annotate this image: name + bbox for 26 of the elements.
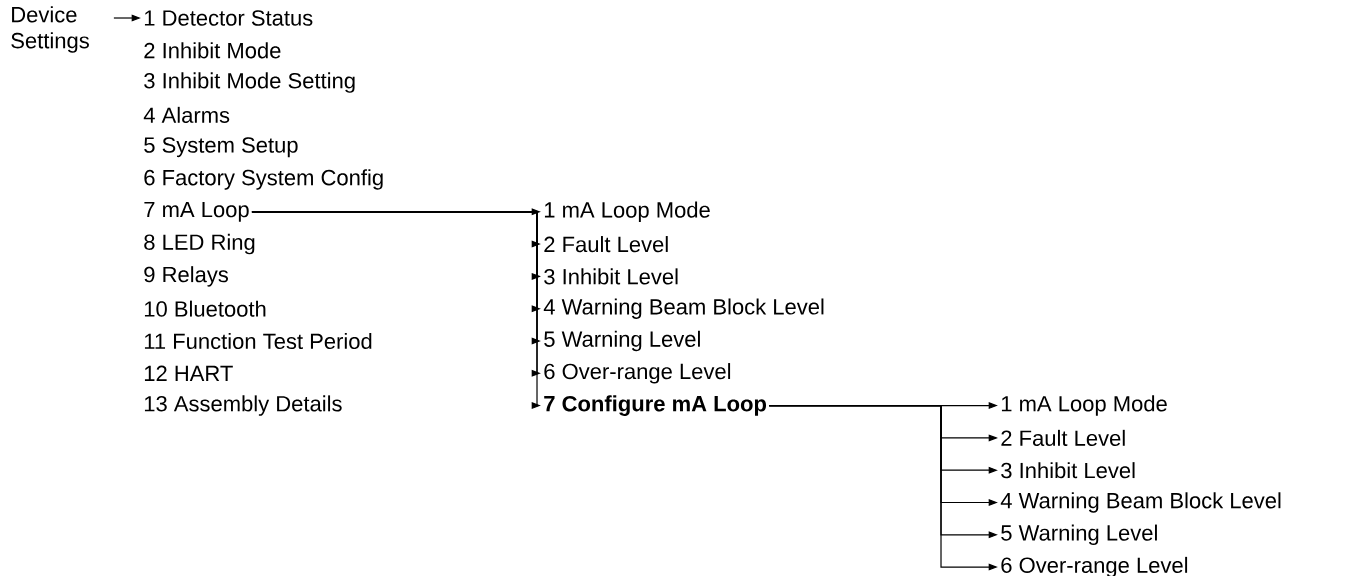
menu-item: 3 Inhibit Level (1001, 462, 1135, 479)
menu-heading: 2 Inhibit Mode (144, 42, 281, 59)
menu-heading: 11 Function Test Period (144, 332, 372, 350)
menu-heading: 6 Factory System Config (144, 169, 383, 190)
menu-heading: 5 System Setup (144, 137, 298, 158)
menu-heading: 7 mA Loop (144, 201, 249, 222)
menu-item: 3 Inhibit Level (544, 268, 678, 285)
menu-item: 1 Detector Status (144, 10, 313, 26)
menu-item: 2 Fault Level (544, 236, 668, 253)
menu-heading: 12 HART (144, 365, 233, 381)
menu-item: 6 Over-range Level (544, 363, 731, 384)
menu-heading: 8 LED Ring (144, 233, 255, 255)
menu-item: 5 Warning Level (1001, 524, 1157, 546)
menu-item: 1 mA Loop Mode (544, 201, 710, 223)
menu-heading: Device Settings (11, 6, 89, 53)
menu-item: 5 Warning Level (544, 330, 700, 352)
menu-heading: 13 Assembly Details (144, 395, 342, 416)
menu-heading: 3 Inhibit Mode Setting (144, 72, 355, 93)
menu-item: 4 Warning Beam Block Level (1000, 492, 1281, 513)
menu-heading: 10 Bluetooth (144, 300, 266, 317)
menu-item: 2 Fault Level (1001, 429, 1125, 446)
menu-item: 1 mA Loop Mode (1001, 395, 1167, 416)
menu-heading: 9 Relays (144, 266, 229, 287)
menu-item: 4 Warning Beam Block Level (543, 298, 824, 319)
menu-item: 7 Configure mA Loop (544, 395, 766, 416)
menu-heading: 4 Alarms (143, 106, 230, 123)
